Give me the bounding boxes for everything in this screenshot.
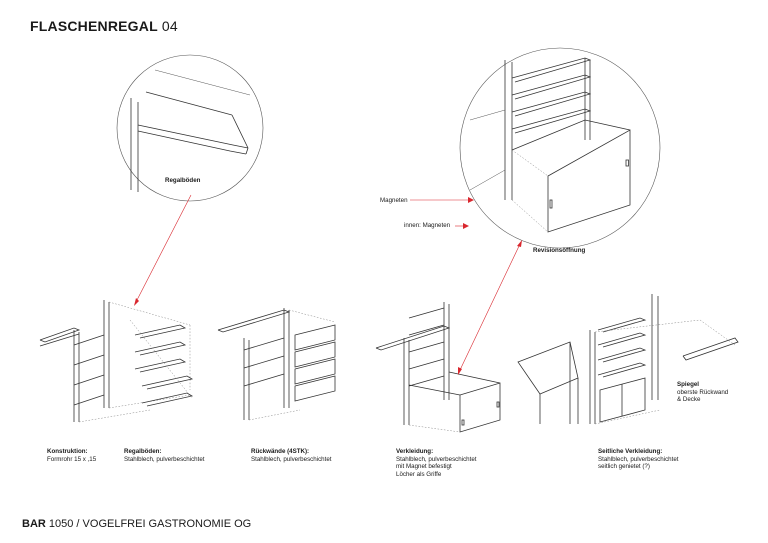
footer-text: 1050 / VOGELFREI GASTRONOMIE OG	[48, 518, 252, 530]
caption-heading: Regalböden:	[124, 448, 162, 455]
callout-innen-magneten: innen: Magneten	[404, 222, 451, 229]
footer-project: BAR 1050 / VOGELFREI GASTRONOMIE OG	[22, 518, 251, 530]
caption-heading: Verkleidung:	[396, 448, 434, 455]
illustration-konstruktion	[39, 300, 194, 423]
illustration-seitliche-verkleidung	[517, 294, 739, 425]
callout-revisionsoeffnung: Revisionsöffnung	[533, 247, 586, 254]
caption-regalboeden: Regalböden: Stahlblech, pulverbeschichte…	[124, 448, 205, 463]
caption-seitliche: Seitliche Verkleidung: Stahlblech, pulve…	[598, 448, 679, 471]
illustration-verkleidung	[375, 302, 501, 433]
caption-heading: Spiegel	[677, 381, 700, 388]
caption-verkleidung: Verkleidung: Stahlblech, pulverbeschicht…	[396, 448, 477, 478]
caption-line: Löcher als Griffe	[396, 470, 442, 478]
leader-lines	[134, 194, 522, 375]
caption-line: Stahlblech, pulverbeschichtet	[251, 455, 332, 463]
caption-line: Formrohr 15 x ,15	[47, 455, 97, 463]
detail-circle-shelves	[116, 54, 264, 202]
caption-spiegel: Spiegel oberste Rückwand & Decke	[677, 381, 728, 404]
caption-line: oberste Rückwand	[677, 388, 729, 396]
caption-heading: Seitliche Verkleidung:	[598, 448, 663, 455]
footer-bold: BAR	[22, 518, 46, 530]
title-main: FLASCHENREGAL	[30, 18, 158, 34]
caption-line: Stahlblech, pulverbeschichtet	[396, 455, 477, 463]
caption-heading: Rückwände (4STK):	[251, 448, 310, 455]
caption-rueckwaende: Rückwände (4STK): Stahlblech, pulverbesc…	[251, 448, 332, 463]
title-number: 04	[161, 18, 178, 34]
caption-line: Stahlblech, pulverbeschichtet	[124, 455, 205, 463]
caption-line: Stahlblech, pulverbeschichtet	[598, 455, 679, 463]
caption-heading: Konstruktion:	[47, 448, 88, 455]
illustration-rueckwaende	[217, 308, 336, 421]
caption-konstruktion: Konstruktion: Formrohr 15 x ,15	[47, 448, 96, 463]
detail-circle-revision	[459, 47, 661, 249]
page-title: FLASCHENREGAL 04	[30, 18, 178, 34]
callout-regalboeden: Regalböden	[165, 177, 201, 184]
caption-line: mit Magnet befestigt	[396, 463, 452, 471]
caption-line: seitlich genietet (?)	[598, 463, 650, 471]
callout-magneten: Magneten	[380, 197, 408, 204]
caption-line: & Decke	[677, 396, 701, 404]
